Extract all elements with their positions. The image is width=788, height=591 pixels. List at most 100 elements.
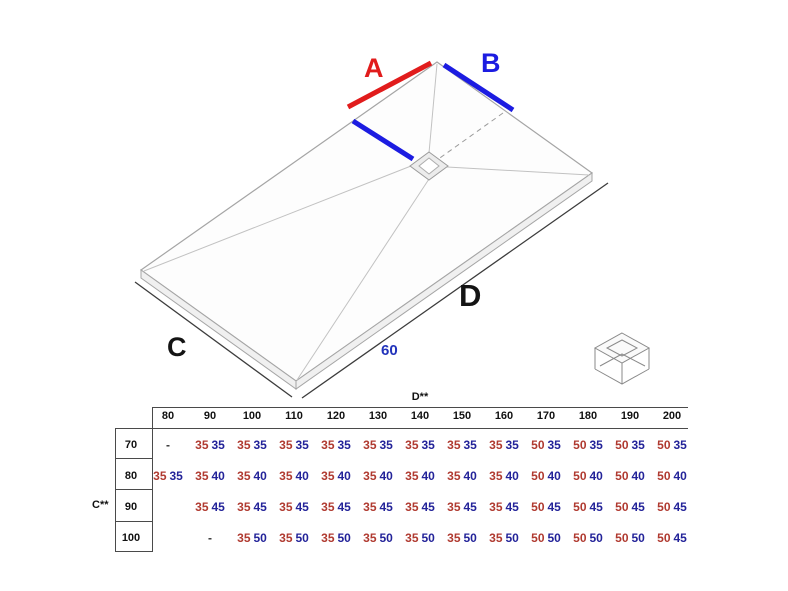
row-header-70: 70 [124,438,138,451]
value-b: 35 [253,437,267,452]
value-a: 50 [615,468,629,483]
value-a: 50 [573,437,587,452]
table-grid-line [115,521,152,522]
dim-line-a [346,60,433,110]
value-b: 45 [547,499,561,514]
value-a: 35 [153,468,167,483]
value-a: 50 [531,468,545,483]
value-a: 35 [279,530,293,545]
value-a: 35 [321,499,335,514]
column-header-130: 130 [368,410,388,422]
value-b: 40 [631,468,645,483]
valley-line-top [428,63,438,154]
value-b: 50 [295,530,309,545]
column-header-100: 100 [242,410,262,422]
c-axis-header: C** [92,499,109,511]
value-a: 35 [195,468,209,483]
value-a: 35 [321,437,335,452]
table-grid-line [115,458,152,459]
value-a: 50 [573,530,587,545]
value-b: 50 [547,530,561,545]
value-a: 50 [657,437,671,452]
value-b: 40 [211,468,225,483]
value-b: 35 [631,437,645,452]
value-a: 35 [405,468,419,483]
d-axis-header: D** [411,391,429,403]
value-b: 35 [169,468,183,483]
value-a: 50 [657,499,671,514]
value-a: 35 [237,499,251,514]
value-b: 45 [673,499,687,514]
column-header-180: 180 [578,410,598,422]
value-b: 40 [253,468,267,483]
size-cell: - [147,438,189,452]
column-header-120: 120 [326,410,346,422]
value-a: 35 [279,499,293,514]
dim-line-c [134,281,293,398]
row-header-100: 100 [121,531,141,544]
column-header-190: 190 [620,410,640,422]
table-grid-line [115,489,152,490]
value-a: 35 [489,468,503,483]
value-a: 50 [531,499,545,514]
value-b: 45 [673,530,687,545]
table-grid-line [152,407,153,552]
value-b: 50 [253,530,267,545]
value-a: 50 [573,499,587,514]
column-header-150: 150 [452,410,472,422]
dim-line-drain-offset [351,118,415,162]
value-a: 35 [489,499,503,514]
value-b: 45 [589,499,603,514]
table-grid-line [115,551,152,552]
value-b: 45 [337,499,351,514]
column-header-140: 140 [410,410,430,422]
column-header-110: 110 [285,410,303,422]
value-a: 35 [321,468,335,483]
value-b: 40 [589,468,603,483]
value-b: 40 [673,468,687,483]
valley-line-left [143,165,412,272]
value-a: 35 [447,499,461,514]
column-header-80: 80 [161,410,175,422]
value-b: 50 [421,530,435,545]
value-b: 50 [589,530,603,545]
hidden-measure-line [436,112,504,161]
value-a: 50 [615,499,629,514]
value-b: 35 [589,437,603,452]
value-a: 35 [405,437,419,452]
value-a: 35 [363,468,377,483]
value-a: 35 [447,530,461,545]
value-a: 50 [657,530,671,545]
valley-line-right [446,166,590,176]
value-a: 35 [405,530,419,545]
value-b: 40 [547,468,561,483]
